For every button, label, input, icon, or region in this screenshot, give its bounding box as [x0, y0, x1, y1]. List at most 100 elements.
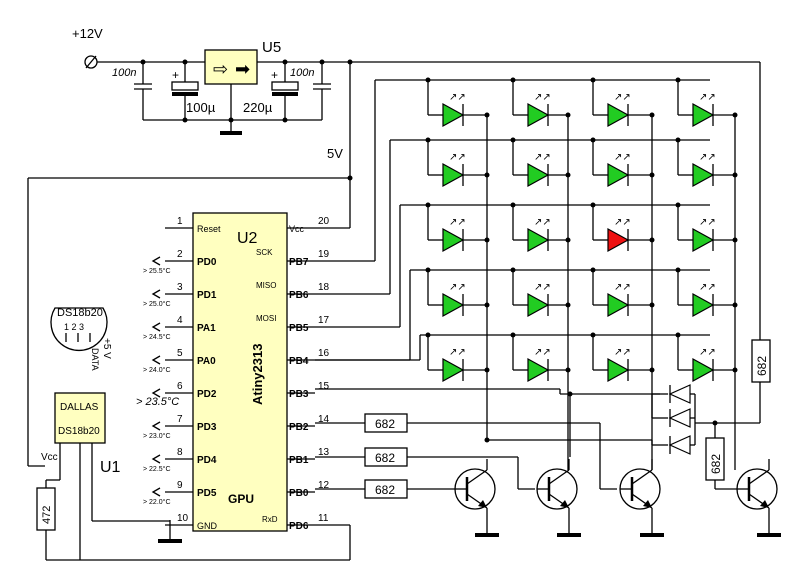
led-r4-c2	[527, 292, 550, 318]
pin-func-mosi: MOSI	[256, 314, 276, 323]
led-light-icon: ↗↗	[614, 347, 631, 358]
pin-func-rxd: RxD	[262, 515, 278, 524]
led-light-icon: ↗↗	[699, 282, 716, 293]
pullup-label: 472	[41, 506, 53, 524]
package-pins: 1 2 3	[64, 322, 84, 332]
temp-label-pa0: > 24.0°C	[143, 366, 171, 374]
led-light-icon: ↗↗	[449, 282, 466, 293]
led-light-icon: ↗↗	[699, 152, 716, 163]
pin-num-8: 8	[177, 447, 183, 458]
pin-pd2: PD2	[197, 389, 217, 400]
led-r2-c4	[692, 162, 715, 188]
resistor-right	[751, 339, 771, 383]
temp-label-pd2: > 23.5°C	[136, 396, 179, 408]
pin-pb3: PB3	[289, 389, 309, 400]
led-light-icon: ↗↗	[449, 92, 466, 103]
cap-in-small-label: 100n	[112, 67, 136, 79]
led-r4-c3	[607, 292, 630, 318]
pin-pa1: PA1	[197, 323, 216, 334]
power-supply: +12V 100n + 100µ ⇨ ➡ U5 + 220µ	[27, 26, 761, 467]
led-light-icon: ↗↗	[449, 217, 466, 228]
diode-1	[668, 384, 691, 404]
sensor-brand: DALLAS	[60, 402, 99, 413]
led-r3-c2	[527, 227, 550, 253]
led-r3-c1	[442, 227, 465, 253]
led-light-icon: ↗↗	[699, 92, 716, 103]
resistor-pb3-label: 682	[709, 454, 723, 474]
cap-out-bulk-label: 220µ	[243, 100, 273, 115]
led-r2-c2	[527, 162, 550, 188]
led-r5-c3	[607, 357, 630, 383]
temp-sensor: DALLAS DS18b20 Vcc U1 472 DS18b20 1 2 3 …	[36, 307, 351, 561]
led-light-icon: ↗↗	[449, 347, 466, 358]
rail-5v-label: 5V	[327, 146, 343, 161]
led-r5-c2	[527, 357, 550, 383]
mcu-part: Atiny2313	[250, 344, 265, 405]
transistors	[454, 459, 781, 537]
pin-num-3: 3	[177, 282, 183, 293]
diode-2	[668, 408, 691, 428]
led-r4-c1	[442, 292, 465, 318]
resistor-pb2-label: 682	[375, 417, 395, 431]
led-r4-c4	[692, 292, 715, 318]
pin-gnd: GND	[197, 521, 218, 531]
pin-pb2: PB2	[289, 422, 309, 433]
led-r3-c3	[607, 227, 630, 253]
resistor-pb1-label: 682	[375, 451, 395, 465]
cap-out-plus: +	[271, 68, 278, 82]
pin-num-2: 2	[177, 249, 183, 260]
led-r2-c1	[442, 162, 465, 188]
pin-pb6: PB6	[289, 290, 309, 301]
pin-num-20: 20	[318, 216, 330, 227]
temp-label-pa1: > 24.5°C	[143, 333, 171, 341]
diodes	[484, 384, 696, 455]
pin-num-11: 11	[318, 513, 329, 524]
led-r3-c4	[692, 227, 715, 253]
pin-num-6: 6	[177, 381, 183, 392]
led-r1-c2	[527, 102, 550, 128]
pin-pb7: PB7	[289, 257, 309, 268]
led-r5-c1	[442, 357, 465, 383]
led-light-icon: ↗↗	[699, 347, 716, 358]
cap-out-bulk	[271, 81, 299, 91]
sensor-ref: U1	[100, 459, 121, 476]
reg-in-arrow: ⇨	[213, 59, 228, 79]
led-r5-c4	[692, 357, 715, 383]
sensor-part: DS18b20	[58, 426, 100, 437]
pin-num-18: 18	[318, 282, 330, 293]
temp-label-pd4: > 22.5°C	[143, 465, 171, 473]
pin-reset: Reset	[197, 224, 221, 234]
pin-pa0: PA0	[197, 356, 216, 367]
cap-out-small-label: 100n	[290, 67, 314, 79]
led-r1-c1	[442, 102, 465, 128]
pin-num-13: 13	[318, 447, 330, 458]
pin-num-19: 19	[318, 249, 330, 260]
diode-3	[668, 435, 691, 455]
package-label: DS18b20	[57, 307, 103, 319]
led-light-icon: ↗↗	[534, 282, 551, 293]
resistor-right-label: 682	[755, 356, 769, 376]
pin-pd0: PD0	[197, 257, 217, 268]
temp-label-pd5: > 22.0°C	[143, 498, 171, 506]
led-light-icon: ↗↗	[614, 92, 631, 103]
pin-num-15: 15	[318, 381, 330, 392]
package-vplus: +5 V	[101, 338, 112, 359]
pin-pd5: PD5	[197, 488, 217, 499]
cap-in-bulk-label: 100µ	[186, 100, 216, 115]
pin-num-16: 16	[318, 348, 330, 359]
temp-label-pd3: > 23.0°C	[143, 432, 171, 440]
pin-func-sck: SCK	[256, 248, 273, 257]
gpu-label: GPU	[228, 492, 254, 506]
mcu-ref: U2	[237, 230, 258, 247]
pin-pb5: PB5	[289, 323, 309, 334]
led-light-icon: ↗↗	[614, 282, 631, 293]
led-light-icon: ↗↗	[614, 217, 631, 228]
pin-num-9: 9	[177, 480, 183, 491]
pin-num-10: 10	[177, 513, 189, 524]
led-r2-c3	[607, 162, 630, 188]
pin-num-14: 14	[318, 414, 330, 425]
led-light-icon: ↗↗	[534, 92, 551, 103]
pin-num-12: 12	[318, 480, 330, 491]
sensor-package-icon	[50, 307, 108, 351]
